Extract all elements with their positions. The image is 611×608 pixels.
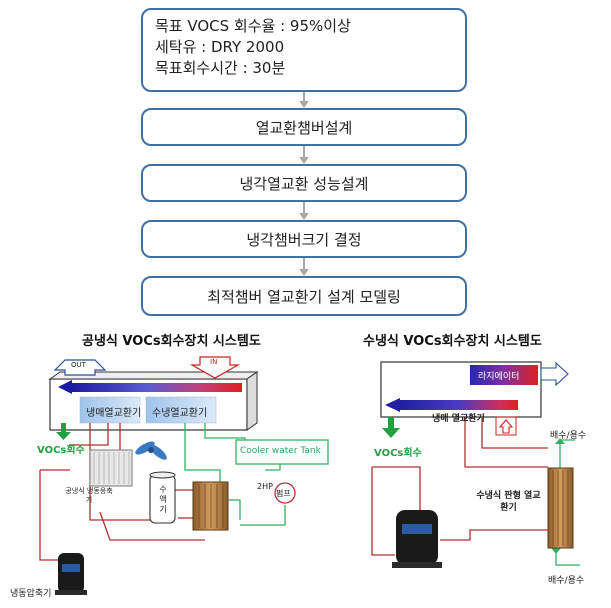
air-cooled-condenser [89,449,133,487]
right-pipe-green-2 [555,548,580,566]
left-refrigerant-hx-label: 냉매열교환기 [86,408,142,419]
left-diagram-title: 공냉식 VOCs회수장치 시스템도 [82,334,261,349]
left-pipe-green-5 [240,505,286,526]
in-label: IN [210,358,218,366]
step-heat-exchange-chamber-label: 열교환챔버설계 [255,118,353,137]
step-heat-exchange-chamber: 열교환챔버설계 [141,108,467,146]
pump-label: 펌프 [276,489,291,498]
goal-line-1: 목표 VOCS 회수율 : 95%이상 [155,17,351,35]
left-pipe-red-4 [39,470,70,561]
left-vocs-arrowhead [56,432,71,440]
fan-icon [135,441,167,460]
left-pipe-green-3 [228,499,241,520]
right-diagram-title: 수냉식 VOCs회수장치 시스템도 [363,334,542,349]
step-optimal-modeling-label: 최적챔버 열교환기 설계 모델링 [207,287,401,306]
right-compressor [392,510,442,568]
right-pipe-red-4 [371,467,395,556]
cooler-water-tank-label: Cooler water Tank [240,446,321,456]
goal-line-3: 목표회수시간 : 30분 [155,59,286,77]
right-plate-heat-exchanger [547,467,574,549]
right-airflow-arrowhead [385,398,400,412]
pump-icon [274,482,296,504]
left-refrigerant-hx [79,396,141,424]
right-radiator [470,365,538,385]
left-coolant-hx-label: 수냉열교환기 [152,408,208,419]
air-condenser-label: 공냉식 냉동응축기 [65,487,113,504]
left-airflow-bar [70,383,242,392]
hp-label: 2HP [257,482,273,491]
flow-arrow-1 [299,92,309,108]
right-vocs-recovery-label: VOCs회수 [374,448,422,459]
step-optimal-modeling: 최적챔버 열교환기 설계 모델링 [141,276,467,316]
step-cooling-performance-label: 냉각열교환 성능설계 [239,174,369,193]
left-coolant-hx [145,396,217,424]
drain-bottom-label: 배수/용수 [548,576,585,586]
out-arrow-icon [53,359,107,376]
flow-arrow-4 [299,258,309,276]
left-pipe-red-7 [99,511,205,541]
right-refrigerant-hx-label: 냉매 열교환기 [432,414,485,424]
flow-arrow-2 [299,146,309,164]
out-label: OUT [71,361,86,369]
right-outlet-arrow-icon [540,361,569,387]
right-vocs-arrowhead [382,428,400,438]
step-cooling-performance: 냉각열교환 성능설계 [141,164,467,202]
left-chamber-side-3d [246,371,258,431]
radiator-label: 라지에이터 [478,372,520,382]
receiver-label: 수액기 [159,485,167,514]
compressor-label: 냉동압축기 [10,589,52,599]
drain-top-label: 배수/용수 [550,431,587,441]
plate-hx-label: 수냉식 판형 열교환기 [476,491,541,513]
goal-line-2: 세탁유 : DRY 2000 [155,38,285,56]
right-vocs-arrow-shaft [388,417,394,429]
left-airflow-arrowhead [58,380,72,394]
right-pipe-red-5 [440,529,548,541]
right-pipe-red-1 [464,417,548,468]
flow-arrow-3 [299,202,309,220]
right-pipe-red-3 [372,466,421,510]
step-chamber-size-label: 냉각챔버크기 결정 [246,230,362,249]
cooler-water-tank [235,439,329,465]
right-pipe-red-2 [481,417,548,449]
left-compressor [55,553,87,595]
right-inlet-arrow-icon [498,419,514,434]
left-vocs-arrow-shaft [61,423,66,433]
left-pipe-red-2 [70,423,109,446]
left-pipe-green-1 [184,423,221,490]
in-arrow-icon [189,356,241,379]
step-chamber-size: 냉각챔버크기 결정 [141,220,467,258]
goal-box: 목표 VOCS 회수율 : 95%이상 세탁유 : DRY 2000 목표회수시… [141,8,467,92]
right-airflow-bar [400,400,518,410]
left-vocs-recovery-label: VOCs회수 [37,445,85,456]
